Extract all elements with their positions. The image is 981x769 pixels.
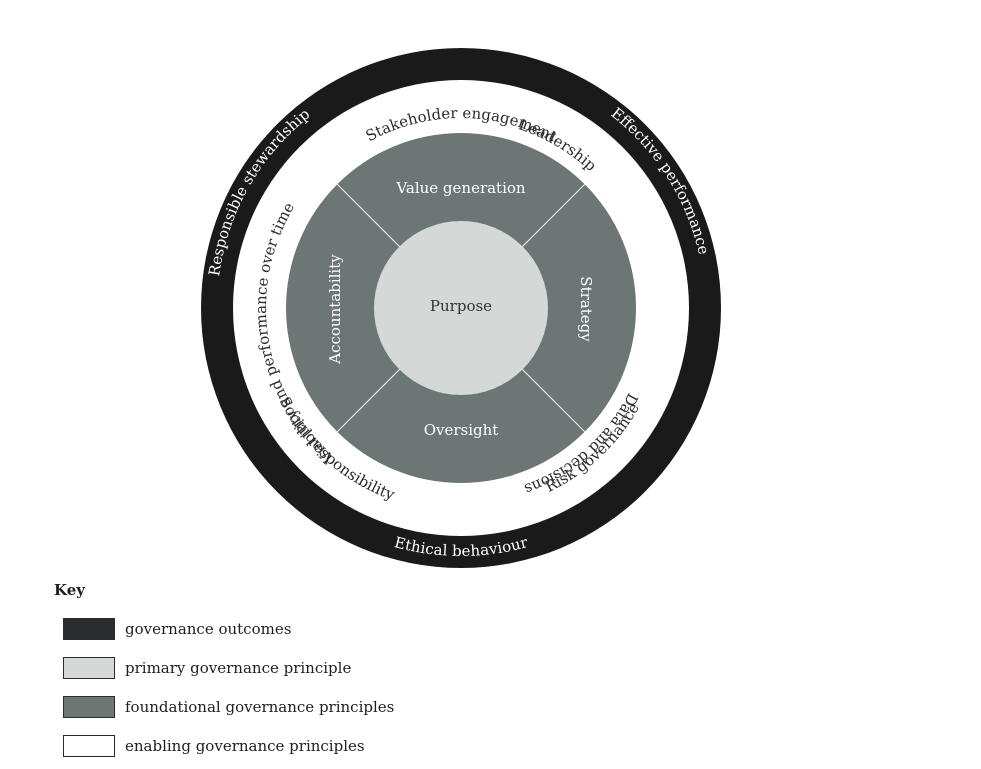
key-label: enabling governance principles [125, 736, 365, 755]
foundational-dividers [336, 183, 586, 433]
key-swatch-outcomes [63, 617, 115, 640]
key-label: foundational governance principles [125, 697, 395, 716]
key-label: governance outcomes [125, 619, 292, 638]
key-item-primary: primary governance principle [54, 648, 454, 687]
key-swatch-enabling [63, 734, 115, 757]
primary-label: Purpose [430, 297, 492, 315]
key-swatch-foundational [63, 695, 115, 718]
primary-circle [374, 221, 548, 395]
key-swatch-primary [63, 656, 115, 679]
key-item-foundational: foundational governance principles [54, 687, 454, 726]
foundational-label: Value generation [395, 179, 525, 197]
foundational-label: Accountability [326, 254, 344, 365]
key-item-outcomes: governance outcomes [54, 609, 454, 648]
key-label: primary governance principle [125, 658, 352, 677]
foundational-label: Oversight [424, 421, 499, 439]
key: Key governance outcomes primary governan… [54, 580, 454, 765]
key-title: Key [54, 581, 85, 599]
foundational-label: Strategy [577, 276, 595, 342]
key-item-enabling: enabling governance principles [54, 726, 454, 765]
